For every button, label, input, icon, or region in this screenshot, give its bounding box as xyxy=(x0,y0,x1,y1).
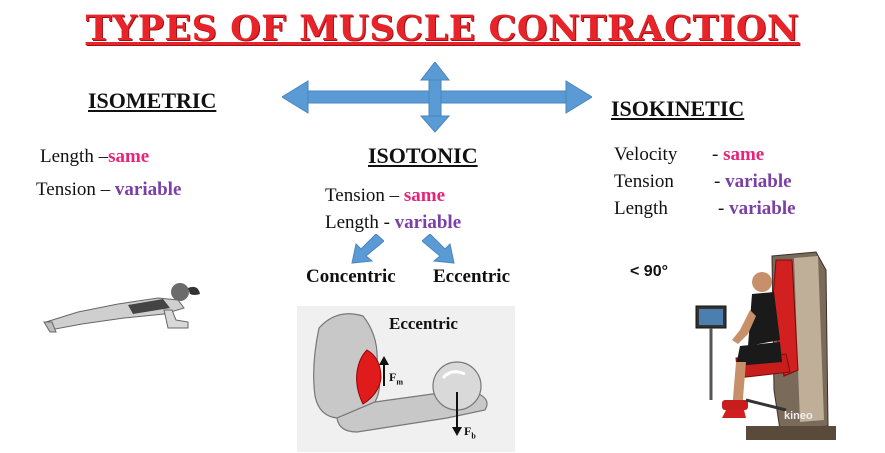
isometric-tension-value: variable xyxy=(114,179,182,200)
isokinetic-tension-sep: - xyxy=(714,171,721,192)
eccentric-label: Eccentric xyxy=(433,266,511,287)
angle-label: < 90° xyxy=(630,263,668,280)
isometric-length-row: Length –same xyxy=(40,146,149,168)
isokinetic-length-sep: - xyxy=(718,198,725,219)
force-muscle-subscript: m xyxy=(396,377,404,387)
isometric-length-value: same xyxy=(108,146,150,167)
isokinetic-velocity-row: Velocity xyxy=(614,144,677,166)
arm-with-ball-figure-icon xyxy=(313,313,488,436)
isokinetic-length-value-row: - variable xyxy=(718,198,796,220)
isokinetic-machine-icon xyxy=(695,251,836,440)
isotonic-tension-label: Tension – xyxy=(325,185,404,206)
isotonic-heading: ISOTONIC xyxy=(368,143,478,168)
isokinetic-velocity-sep: - xyxy=(712,144,719,165)
isotonic-length-value: variable xyxy=(394,212,462,233)
force-muscle-label: Fm xyxy=(389,370,403,386)
isokinetic-tension-value-row: - variable xyxy=(714,171,792,193)
isotonic-tension-row: Tension – same xyxy=(325,185,445,207)
cross-arrows-icon xyxy=(282,62,592,133)
eccentric-figure: Eccentric Fm Fb xyxy=(297,306,515,452)
isometric-tension-label: Tension – xyxy=(36,179,115,200)
isokinetic-length-label: Length xyxy=(614,198,668,219)
force-muscle-symbol: F xyxy=(389,370,397,384)
device-logo: kineo xyxy=(784,410,813,422)
force-ball-label: Fb xyxy=(464,424,476,440)
isokinetic-velocity-label: Velocity xyxy=(614,144,678,165)
isotonic-tension-value: same xyxy=(403,185,446,206)
isometric-tension-row: Tension – variable xyxy=(36,179,181,201)
isokinetic-tension-label: Tension xyxy=(614,171,674,192)
concentric-label: Concentric xyxy=(306,266,396,287)
plank-figure-icon xyxy=(43,283,200,333)
isokinetic-velocity-value-row: - same xyxy=(712,144,764,166)
isokinetic-length-value: variable xyxy=(729,198,796,219)
isometric-length-label: Length – xyxy=(40,146,109,167)
isotonic-length-label: Length - xyxy=(325,212,395,233)
isokinetic-tension-row: Tension xyxy=(614,171,674,193)
isokinetic-length-row: Length xyxy=(614,198,668,220)
isometric-heading: ISOMETRIC xyxy=(88,88,217,113)
down-right-arrow-icon xyxy=(422,234,455,264)
eccentric-figure-label: Eccentric xyxy=(389,314,458,333)
isokinetic-velocity-value: same xyxy=(723,144,765,165)
isokinetic-heading: ISOKINETIC xyxy=(611,96,745,121)
isotonic-length-row: Length - variable xyxy=(325,212,461,234)
isokinetic-tension-value: variable xyxy=(725,171,792,192)
page-title: TYPES OF MUSCLE CONTRACTION xyxy=(85,8,800,49)
down-left-arrow-icon xyxy=(351,234,384,264)
force-ball-subscript: b xyxy=(471,431,476,441)
force-ball-symbol: F xyxy=(464,424,472,438)
